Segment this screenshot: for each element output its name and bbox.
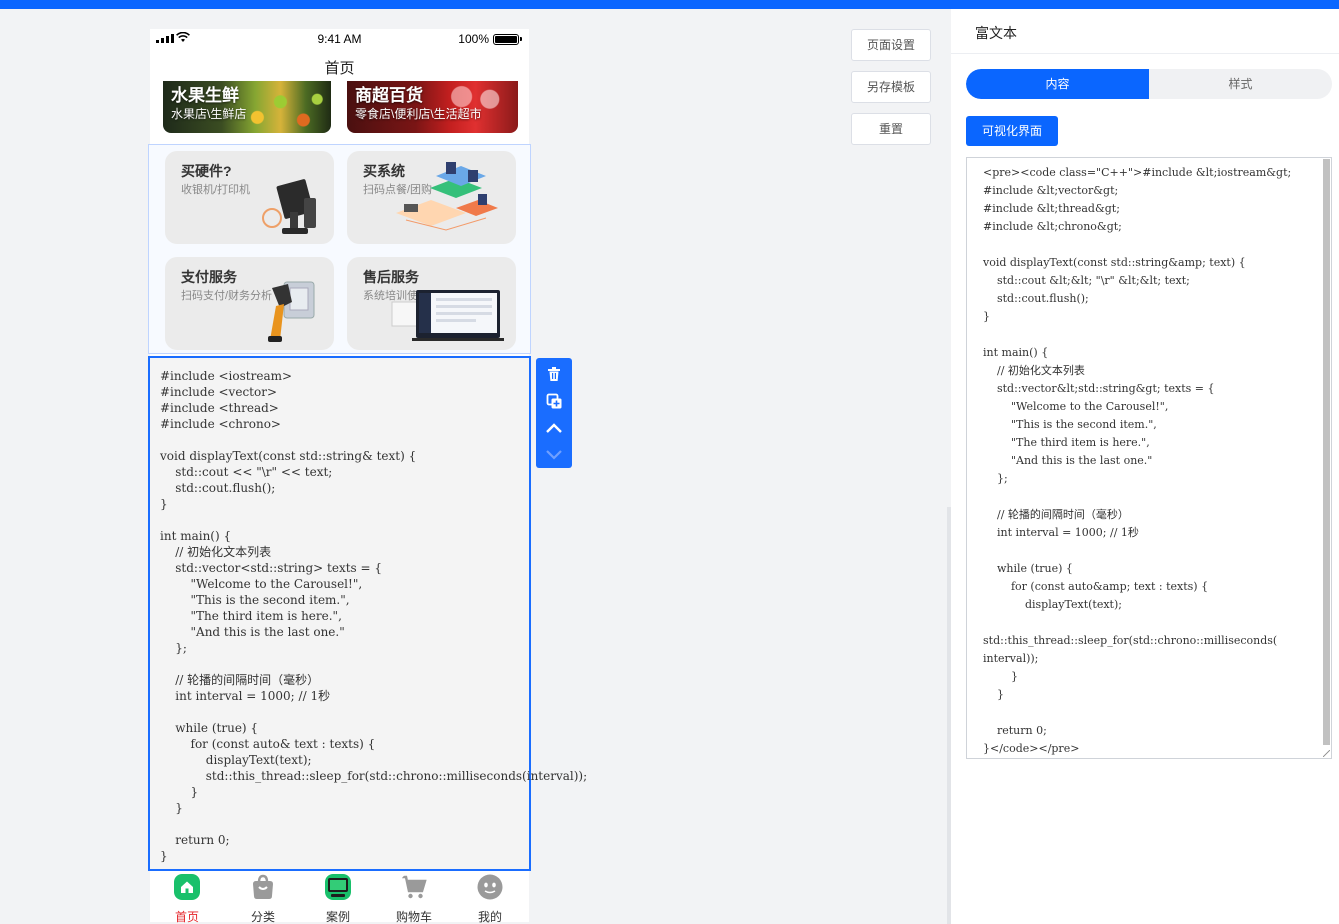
monitor-icon (325, 874, 351, 900)
status-time: 9:41 AM (317, 32, 362, 46)
card-system[interactable]: 买系统 扫码点餐/团购 (347, 151, 516, 244)
dashboard-screens-icon (391, 290, 504, 341)
pos-terminal-icon (262, 179, 316, 234)
status-bar: 9:41 AM 100% (150, 29, 529, 51)
banner-image (238, 81, 331, 133)
resize-grip-icon[interactable] (1323, 750, 1330, 757)
copy-button[interactable] (544, 391, 564, 411)
block-toolbar (536, 358, 572, 468)
battery-icon (493, 34, 522, 45)
tab-label: 分类 (250, 910, 275, 924)
card-title: 支付服务 (181, 269, 237, 285)
bottom-tab-bar: 首页 分类 案例 购物 (150, 872, 529, 924)
tab-category[interactable]: 分类 (233, 874, 293, 924)
card-subtitle: 收银机/打印机 (181, 184, 251, 196)
tab-label: 购物车 (395, 910, 432, 924)
card-title: 买硬件? (181, 163, 232, 179)
signal-icon (156, 34, 174, 43)
tab-home[interactable]: 首页 (157, 874, 217, 924)
scrollbar[interactable] (1323, 159, 1330, 745)
card-payment[interactable]: 支付服务 扫码支付/财务分析 (165, 257, 334, 350)
tab-label: 案例 (325, 910, 350, 924)
delete-button[interactable] (544, 364, 564, 384)
chevron-up-icon (546, 423, 562, 433)
panel-title: 富文本 (975, 25, 1017, 41)
panel-tabs: 内容 样式 (966, 69, 1332, 99)
reset-button[interactable]: 重置 (851, 113, 931, 145)
banner-image (423, 81, 518, 133)
rich-text-code: #include <iostream> #include <vector> #i… (160, 369, 588, 863)
tab-style[interactable]: 样式 (1228, 77, 1253, 91)
barcode-scanner-icon (268, 281, 315, 342)
battery-percent: 100% (458, 32, 489, 46)
chevron-down-icon (546, 450, 562, 460)
card-subtitle: 扫码支付/财务分析 (181, 290, 273, 302)
tab-label: 首页 (174, 910, 199, 924)
card-subtitle: 扫码点餐/团购 (363, 184, 433, 196)
banner-title: 水果生鲜 (171, 86, 239, 105)
home-icon (174, 874, 200, 900)
card-hardware[interactable]: 买硬件? 收银机/打印机 (165, 151, 334, 244)
card-title: 售后服务 (363, 269, 419, 285)
panel-resize-handle[interactable] (947, 507, 951, 924)
source-textarea[interactable]: <pre><code class="C++">#include &lt;iost… (966, 157, 1332, 759)
phone-preview: 9:41 AM 100% 首页 水果生鲜 水果店\生鲜店 商超百货 零食店\便利… (148, 29, 587, 924)
user-face-icon (477, 874, 503, 900)
move-down-button[interactable] (544, 444, 564, 464)
source-text: <pre><code class="C++">#include &lt;iost… (983, 166, 1292, 755)
save-template-button[interactable]: 另存模板 (851, 71, 931, 103)
card-aftersales[interactable]: 售后服务 系统培训使用 (347, 257, 516, 350)
copy-icon (546, 393, 561, 408)
card-title: 买系统 (363, 163, 405, 179)
wifi-icon (176, 32, 190, 42)
tab-cases[interactable]: 案例 (308, 874, 368, 924)
property-panel: 富文本 内容 样式 可视化界面 <pre><code class="C++">#… (951, 9, 1339, 924)
banner-supermarket[interactable]: 商超百货 零食店\便利店\生活超市 (347, 81, 518, 133)
top-accent-bar (0, 0, 1339, 9)
rich-text-block[interactable]: #include <iostream> #include <vector> #i… (148, 356, 587, 871)
tab-content[interactable]: 内容 (966, 69, 1149, 99)
visual-editor-button[interactable]: 可视化界面 (966, 116, 1058, 146)
tab-cart[interactable]: 购物车 (384, 874, 444, 924)
panel-divider (951, 53, 1339, 54)
trash-icon (548, 367, 560, 381)
service-grid[interactable]: 买硬件? 收银机/打印机 买系统 扫码点餐/团购 (148, 144, 531, 354)
banner-title: 商超百货 (355, 86, 423, 105)
system-devices-icon (396, 162, 498, 231)
tab-label: 我的 (477, 910, 502, 924)
cart-icon (402, 875, 427, 899)
page-title: 首页 (324, 60, 355, 77)
banner-subtitle: 水果店\生鲜店 (171, 107, 247, 121)
banner-fruit[interactable]: 水果生鲜 水果店\生鲜店 (163, 81, 331, 133)
banner-subtitle: 零食店\便利店\生活超市 (355, 107, 482, 121)
tab-mine[interactable]: 我的 (460, 874, 520, 924)
page-settings-button[interactable]: 页面设置 (851, 29, 931, 61)
bag-icon (253, 874, 273, 899)
card-subtitle: 系统培训使用 (363, 290, 429, 302)
move-up-button[interactable] (544, 418, 564, 438)
